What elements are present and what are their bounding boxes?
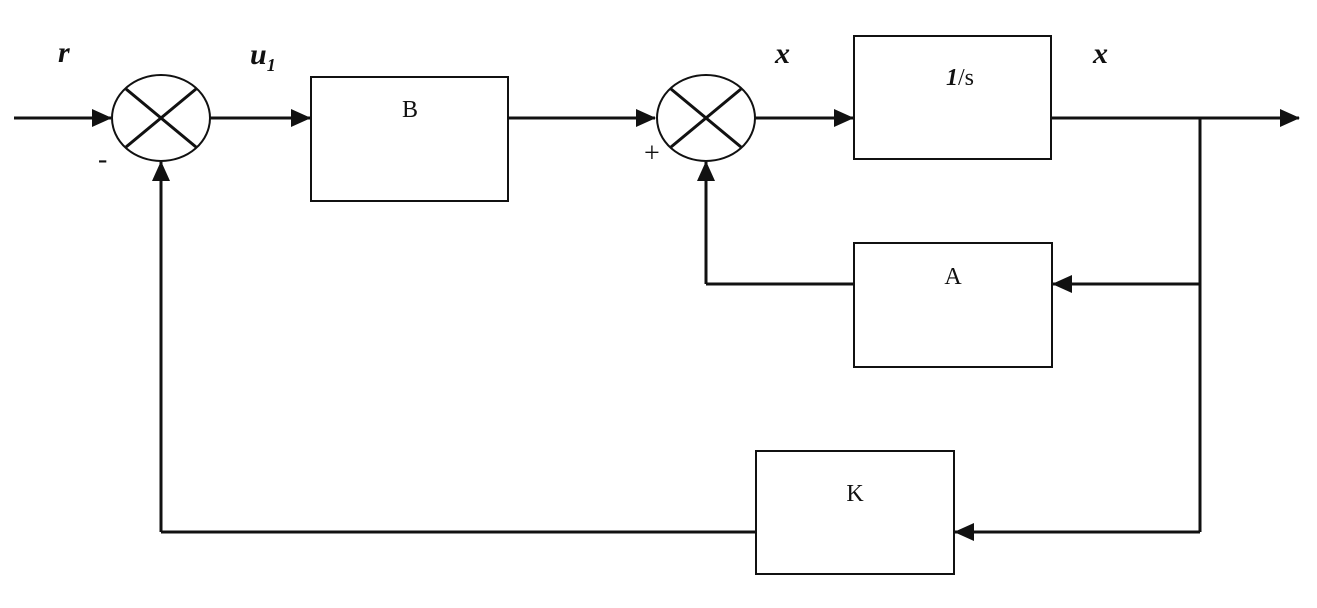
signal-u1-label: u1 xyxy=(250,38,276,75)
junction2-feedback-arrowhead xyxy=(697,161,715,181)
integrator-input-arrowhead xyxy=(834,109,854,127)
junction2-input-arrowhead xyxy=(636,109,656,127)
a-block xyxy=(853,242,1053,368)
output-arrowhead xyxy=(1280,109,1300,127)
integrator-numerator: 1 xyxy=(946,65,958,91)
b-block xyxy=(310,76,509,202)
integrator-denominator: /s xyxy=(958,65,974,91)
k-block xyxy=(755,450,955,575)
a-input-arrowhead xyxy=(1052,275,1072,293)
signal-u-subscript: 1 xyxy=(267,55,276,75)
a-block-label: A xyxy=(944,264,962,290)
signal-x-label: x xyxy=(1092,37,1108,70)
signal-r-label: r xyxy=(58,36,70,69)
k-input-arrowhead xyxy=(954,523,974,541)
k-block-label: K xyxy=(846,481,864,507)
junction1-feedback-arrowhead xyxy=(152,161,170,181)
minus-sign-label: - xyxy=(98,144,107,175)
integrator-label: 1/s xyxy=(946,65,974,91)
summing-junction-1 xyxy=(111,74,211,162)
integrator-block xyxy=(853,35,1052,160)
input-arrowhead xyxy=(92,109,112,127)
summing-junction-2 xyxy=(656,74,756,162)
b-block-label: B xyxy=(402,97,418,123)
signal-u-main: u xyxy=(250,38,267,71)
plus-sign-label: + xyxy=(644,138,660,169)
b-input-arrowhead xyxy=(291,109,311,127)
signal-x-dot-label: x xyxy=(774,37,790,70)
